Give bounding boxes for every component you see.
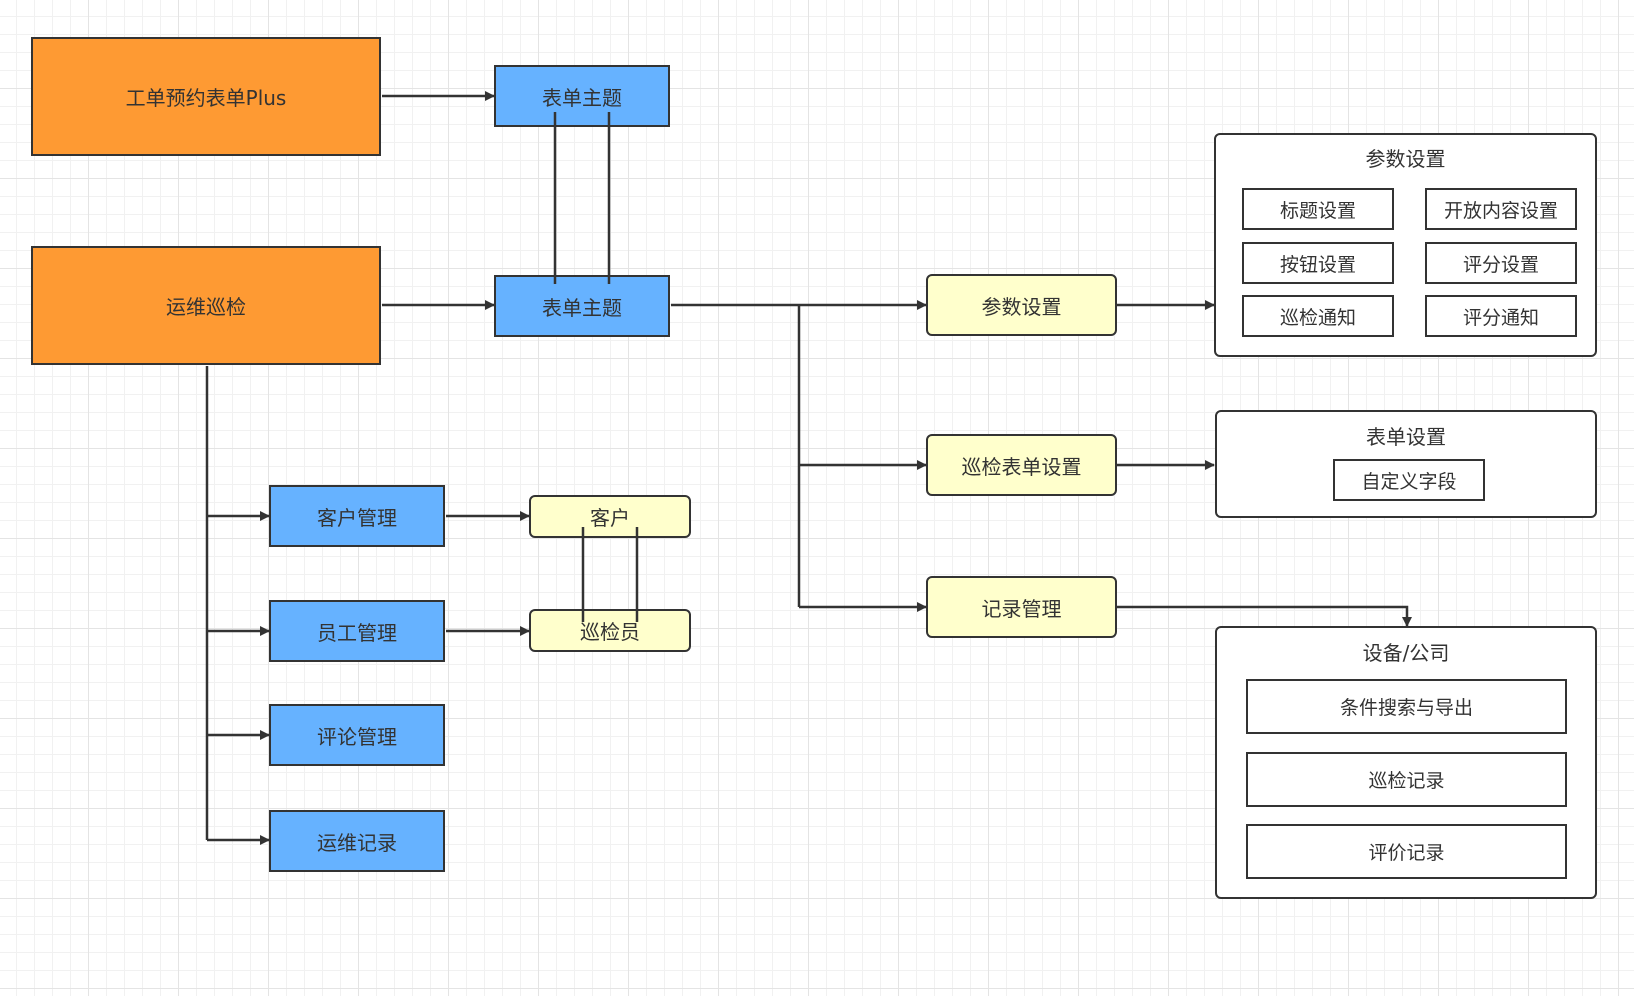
sub-button-settings[interactable]: 按钮设置 (1242, 242, 1394, 284)
node-inspector[interactable]: 巡检员 (529, 609, 691, 652)
node-form-theme-top[interactable]: 表单主题 (494, 65, 670, 127)
node-customer-management[interactable]: 客户管理 (269, 485, 445, 547)
node-form-theme-main[interactable]: 表单主题 (494, 275, 670, 337)
group-form-settings: 表单设置 自定义字段 (1215, 410, 1597, 518)
node-inspection-form-settings[interactable]: 巡检表单设置 (926, 434, 1117, 496)
group-device-company-title: 设备/公司 (1362, 641, 1450, 665)
group-param-settings-title: 参数设置 (1365, 147, 1446, 171)
sub-score-settings[interactable]: 评分设置 (1425, 242, 1577, 284)
sub-custom-fields[interactable]: 自定义字段 (1333, 459, 1485, 501)
node-form-plus[interactable]: 工单预约表单Plus (31, 37, 381, 156)
node-param-settings[interactable]: 参数设置 (926, 274, 1117, 336)
node-record-management[interactable]: 记录管理 (926, 576, 1117, 638)
sub-open-content-settings[interactable]: 开放内容设置 (1425, 188, 1577, 230)
sub-evaluation-records[interactable]: 评价记录 (1246, 824, 1567, 879)
edge-records-to-group (1117, 605, 1412, 627)
sub-search-export[interactable]: 条件搜索与导出 (1246, 679, 1567, 734)
group-device-company: 设备/公司 条件搜索与导出 巡检记录 评价记录 (1215, 626, 1597, 899)
node-ops-records[interactable]: 运维记录 (269, 810, 445, 872)
node-comment-management[interactable]: 评论管理 (269, 704, 445, 766)
node-ops-inspection[interactable]: 运维巡检 (31, 246, 381, 365)
group-form-settings-title: 表单设置 (1366, 425, 1446, 449)
node-customer[interactable]: 客户 (529, 495, 691, 538)
sub-title-settings[interactable]: 标题设置 (1242, 188, 1394, 230)
node-employee-management[interactable]: 员工管理 (269, 600, 445, 662)
sub-score-notification[interactable]: 评分通知 (1425, 295, 1577, 337)
sub-inspection-records[interactable]: 巡检记录 (1246, 752, 1567, 807)
sub-inspection-notification[interactable]: 巡检通知 (1242, 295, 1394, 337)
group-param-settings: 参数设置 标题设置 开放内容设置 按钮设置 评分设置 巡检通知 评分通知 (1214, 133, 1597, 357)
